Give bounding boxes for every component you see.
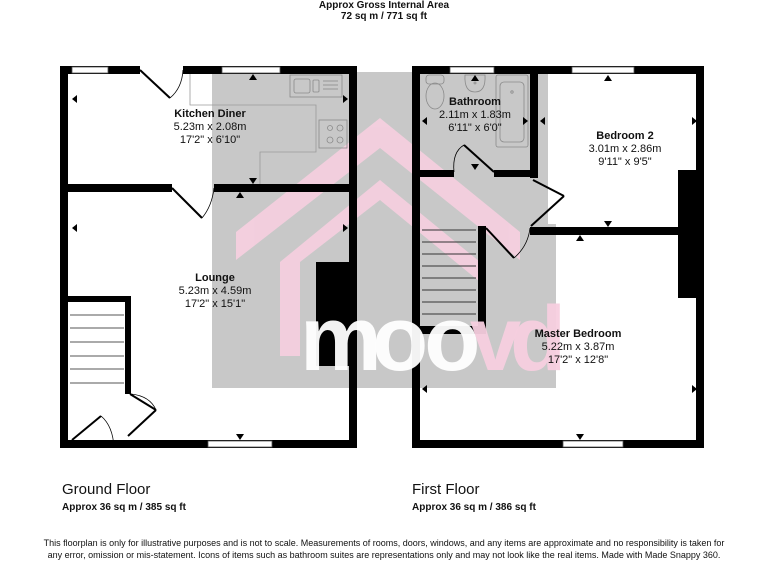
room-metric: 5.22m x 3.87m: [541, 341, 615, 353]
svg-text:v: v: [470, 288, 521, 390]
room-imperial: 9'11" x 9'5": [598, 156, 652, 168]
gross-area-header: Approx Gross Internal Area 72 sq m / 771…: [0, 0, 768, 22]
ground-floor-title: Ground Floor: [62, 481, 151, 498]
room-bedroom-2: Bedroom 2 3.01m x 2.86m 9'11" x 9'5": [565, 130, 685, 169]
room-name: Kitchen Diner: [174, 108, 246, 120]
kitchen-worktop: [189, 74, 317, 184]
room-kitchen-diner: Kitchen Diner 5.23m x 2.08m 17'2" x 6'10…: [145, 108, 275, 147]
svg-text:d: d: [510, 288, 566, 390]
first-floor-caption: First Floor Approx 36 sq m / 386 sq ft: [412, 481, 536, 513]
room-name: Lounge: [195, 272, 235, 284]
hob-icon: [318, 119, 348, 149]
room-metric: 3.01m x 2.86m: [588, 143, 662, 155]
ground-floor-windows: [71, 66, 281, 448]
first-floor-stairs: [422, 229, 476, 315]
room-imperial: 6'11" x 6'0": [448, 122, 502, 134]
first-floor-windows: [449, 66, 635, 448]
ground-floor-stairs: [70, 314, 124, 384]
room-metric: 5.23m x 4.59m: [178, 285, 252, 297]
ground-floor-doors: [71, 69, 215, 449]
svg-text:oo: oo: [372, 288, 477, 390]
room-name: Bathroom: [449, 96, 501, 108]
first-floor-walls: [412, 66, 704, 448]
room-imperial: 17'2" x 6'10": [179, 134, 241, 146]
ground-floor-caption: Ground Floor Approx 36 sq m / 385 sq ft: [62, 481, 186, 513]
room-bathroom: Bathroom 2.11m x 1.83m 6'11" x 6'0": [420, 96, 530, 135]
first-floor-area: Approx 36 sq m / 386 sq ft: [412, 502, 536, 513]
room-master-bedroom: Master Bedroom 5.22m x 3.87m 17'2" x 12'…: [508, 328, 648, 367]
ground-floor-area: Approx 36 sq m / 385 sq ft: [62, 502, 186, 513]
room-name: Bedroom 2: [596, 130, 654, 142]
toilet-icon: [425, 74, 445, 110]
room-imperial: 17'2" x 12'8": [547, 354, 609, 366]
gross-area-value: 72 sq m / 771 sq ft: [340, 11, 428, 22]
measurement-arrows: [72, 74, 697, 440]
sink-icon: [289, 74, 343, 98]
svg-text:m: m: [300, 288, 378, 390]
room-metric: 5.23m x 2.08m: [173, 121, 247, 133]
first-floor-title: First Floor: [412, 481, 480, 498]
room-lounge: Lounge 5.23m x 4.59m 17'2" x 15'1": [150, 272, 280, 311]
room-imperial: 17'2" x 15'1": [184, 298, 246, 310]
gross-area-title: Approx Gross Internal Area: [318, 0, 450, 11]
watermark-logo-text: m m oo v d: [300, 288, 566, 390]
room-metric: 2.11m x 1.83m: [439, 109, 511, 121]
first-floor-doors: [453, 144, 565, 259]
room-name: Master Bedroom: [534, 328, 622, 340]
disclaimer-text: This floorplan is only for illustrative …: [43, 538, 725, 560]
bath-icon: [495, 74, 529, 148]
basin-icon: [464, 74, 486, 93]
